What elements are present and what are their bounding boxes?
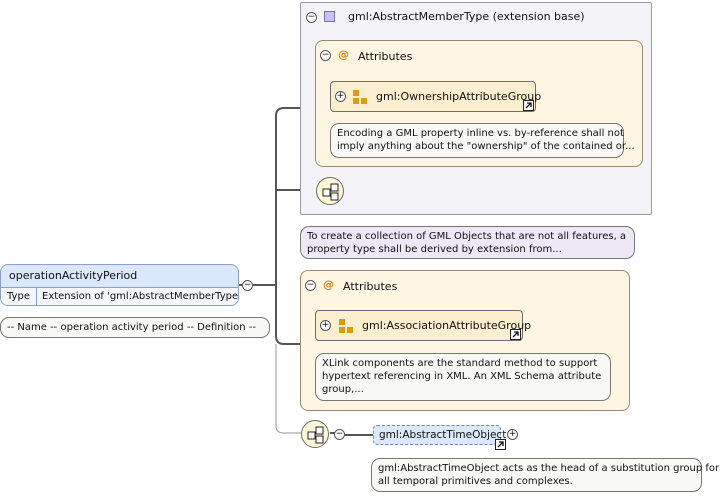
element-expand-toggle[interactable]: +: [507, 429, 518, 440]
association-group-name: gml:AssociationAttributeGroup: [362, 319, 532, 332]
association-expand-toggle[interactable]: +: [320, 320, 331, 331]
attributes-2-collapse-toggle[interactable]: −: [305, 280, 316, 291]
ownership-group-doc: Encoding a GML property inline vs. by-re…: [330, 123, 635, 158]
attributes-1-collapse-toggle[interactable]: −: [320, 50, 331, 61]
attribute-group-icon: [353, 90, 367, 104]
extension-collapse-toggle[interactable]: −: [306, 12, 317, 23]
abstract-time-object-element[interactable]: gml:AbstractTimeObject: [373, 425, 506, 445]
root-type-value: Extension of 'gml:AbstractMemberType': [42, 291, 239, 302]
extension-title: gml:AbstractMemberType (extension base): [348, 10, 585, 23]
extension-base-box: − gml:AbstractMemberType (extension base…: [300, 2, 652, 215]
complex-type-icon: [324, 11, 335, 22]
attributes-1-label: Attributes: [358, 50, 413, 63]
sequence-icon-1[interactable]: [316, 177, 344, 205]
root-element-name: operationActivityPeriod: [9, 269, 138, 282]
root-collapse-toggle[interactable]: −: [242, 280, 253, 291]
element-documentation: gml:AbstractTimeObject acts as the head …: [371, 458, 719, 492]
sequence-2-collapse-toggle[interactable]: −: [334, 429, 345, 440]
at-icon: @: [338, 48, 349, 61]
root-type-label: Type: [7, 291, 30, 302]
root-element-box[interactable]: operationActivityPeriod Type Extension o…: [0, 264, 239, 306]
at-icon: @: [323, 278, 334, 291]
attributes-2-label: Attributes: [343, 280, 398, 293]
association-link-icon[interactable]: [510, 329, 521, 340]
root-documentation: -- Name -- operation activity period -- …: [0, 317, 270, 338]
element-name: gml:AbstractTimeObject: [379, 429, 507, 441]
ownership-link-icon[interactable]: [523, 100, 534, 111]
root-type-row: Type Extension of 'gml:AbstractMemberTyp…: [1, 287, 239, 305]
ownership-group-name: gml:OwnershipAttributeGroup: [376, 90, 542, 103]
element-link-icon[interactable]: [495, 439, 506, 450]
root-type-divider: [36, 288, 37, 305]
extension-documentation: To create a collection of GML Objects th…: [300, 226, 635, 259]
attributes-box-2: − @ Attributes + gml:AssociationAttribut…: [300, 270, 630, 411]
attribute-group-icon: [339, 319, 353, 333]
association-attribute-group[interactable]: + gml:AssociationAttributeGroup: [315, 310, 531, 341]
sequence-icon-2[interactable]: [301, 420, 329, 448]
ownership-expand-toggle[interactable]: +: [335, 91, 346, 102]
attributes-box-1: − @ Attributes + gml:OwnershipAttributeG…: [315, 40, 643, 167]
association-group-doc: XLink components are the standard method…: [315, 353, 611, 401]
ownership-attribute-group[interactable]: + gml:OwnershipAttributeGroup: [330, 81, 541, 112]
